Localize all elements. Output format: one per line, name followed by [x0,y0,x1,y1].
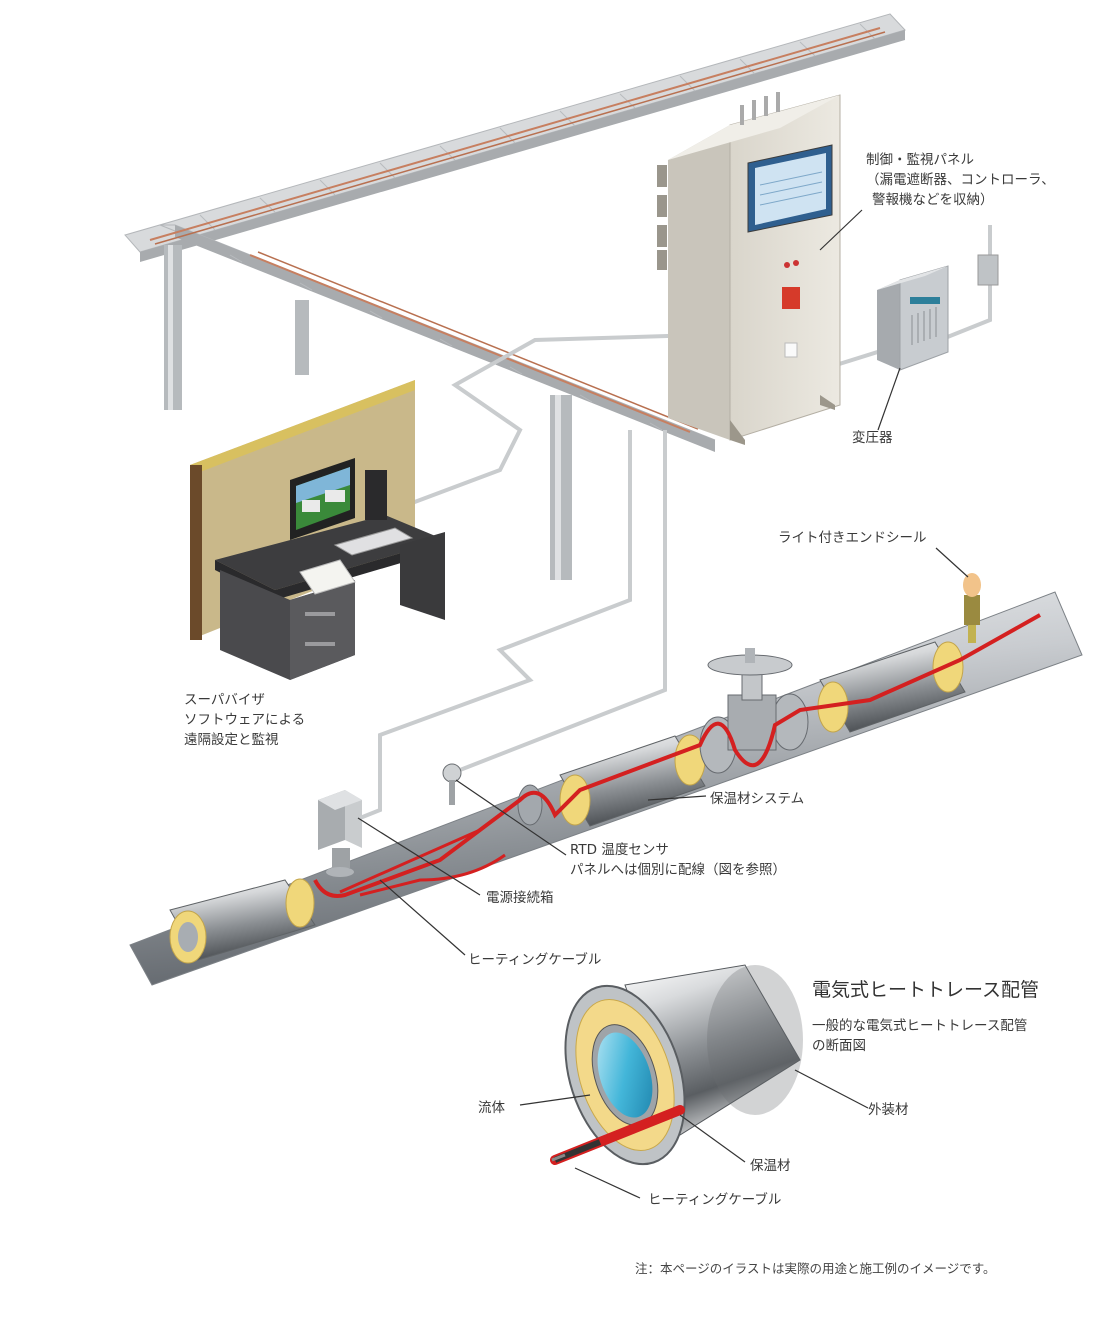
control-panel-label-line-1: 制御・監視パネル [866,152,974,168]
control-panel-label-line-2: （漏電遮断器、コントローラ、 [866,172,1055,188]
heating-cable-label-2: ヒーティングケーブル [648,1192,782,1208]
heating-cable-label: ヒーティングケーブル [468,952,602,968]
cross-section-title: 電気式ヒートトレース配管 [812,979,1040,1001]
control-panel-label: 制御・監視パネル （漏電遮断器、コントローラ、 警報機などを収納） [866,150,1055,210]
supervisor-label: スーパバイザ ソフトウェアによる 遠隔設定と監視 [184,690,305,750]
fluid-label: 流体 [478,1100,505,1116]
rtd-sensor-label: RTD 温度センサ パネルへは個別に配線（図を参照） [570,840,786,880]
jacket-label: 外装材 [868,1102,909,1118]
insulation-system-label: 保温材システム [710,791,805,807]
cross-section-subtitle: 一般的な電気式ヒートトレース配管 の断面図 [812,1016,1027,1056]
cross-section-pipe [550,964,803,1166]
supervisor-label-line-3: 遠隔設定と監視 [184,732,279,748]
end-seal-label: ライト付きエンドシール [778,530,927,546]
insulation-label: 保温材 [750,1158,791,1174]
supervisor-workstation [190,380,445,680]
transformer-label: 変圧器 [852,430,893,446]
main-pipe [129,573,1083,986]
cable-tray [124,13,906,580]
supervisor-label-line-2: ソフトウェアによる [184,712,306,728]
cross-section-subtitle-line-1: 一般的な電気式ヒートトレース配管 [812,1018,1028,1034]
footnote: 注：本ページのイラストは実際の用途と施工例のイメージです。 [635,1261,996,1276]
rtd-sensor-label-line-2: パネルへは個別に配線（図を参照） [570,862,786,878]
control-panel [657,92,841,445]
rtd-sensor-label-line-1: RTD 温度センサ [570,842,669,858]
leader-lines [357,209,969,1199]
cross-section-subtitle-line-2: の断面図 [812,1038,866,1054]
supervisor-label-line-1: スーパバイザ [184,692,265,708]
control-panel-label-line-3: 警報機などを収納） [872,192,994,208]
junction-box-label: 電源接続箱 [486,890,554,906]
transformer [877,254,999,371]
